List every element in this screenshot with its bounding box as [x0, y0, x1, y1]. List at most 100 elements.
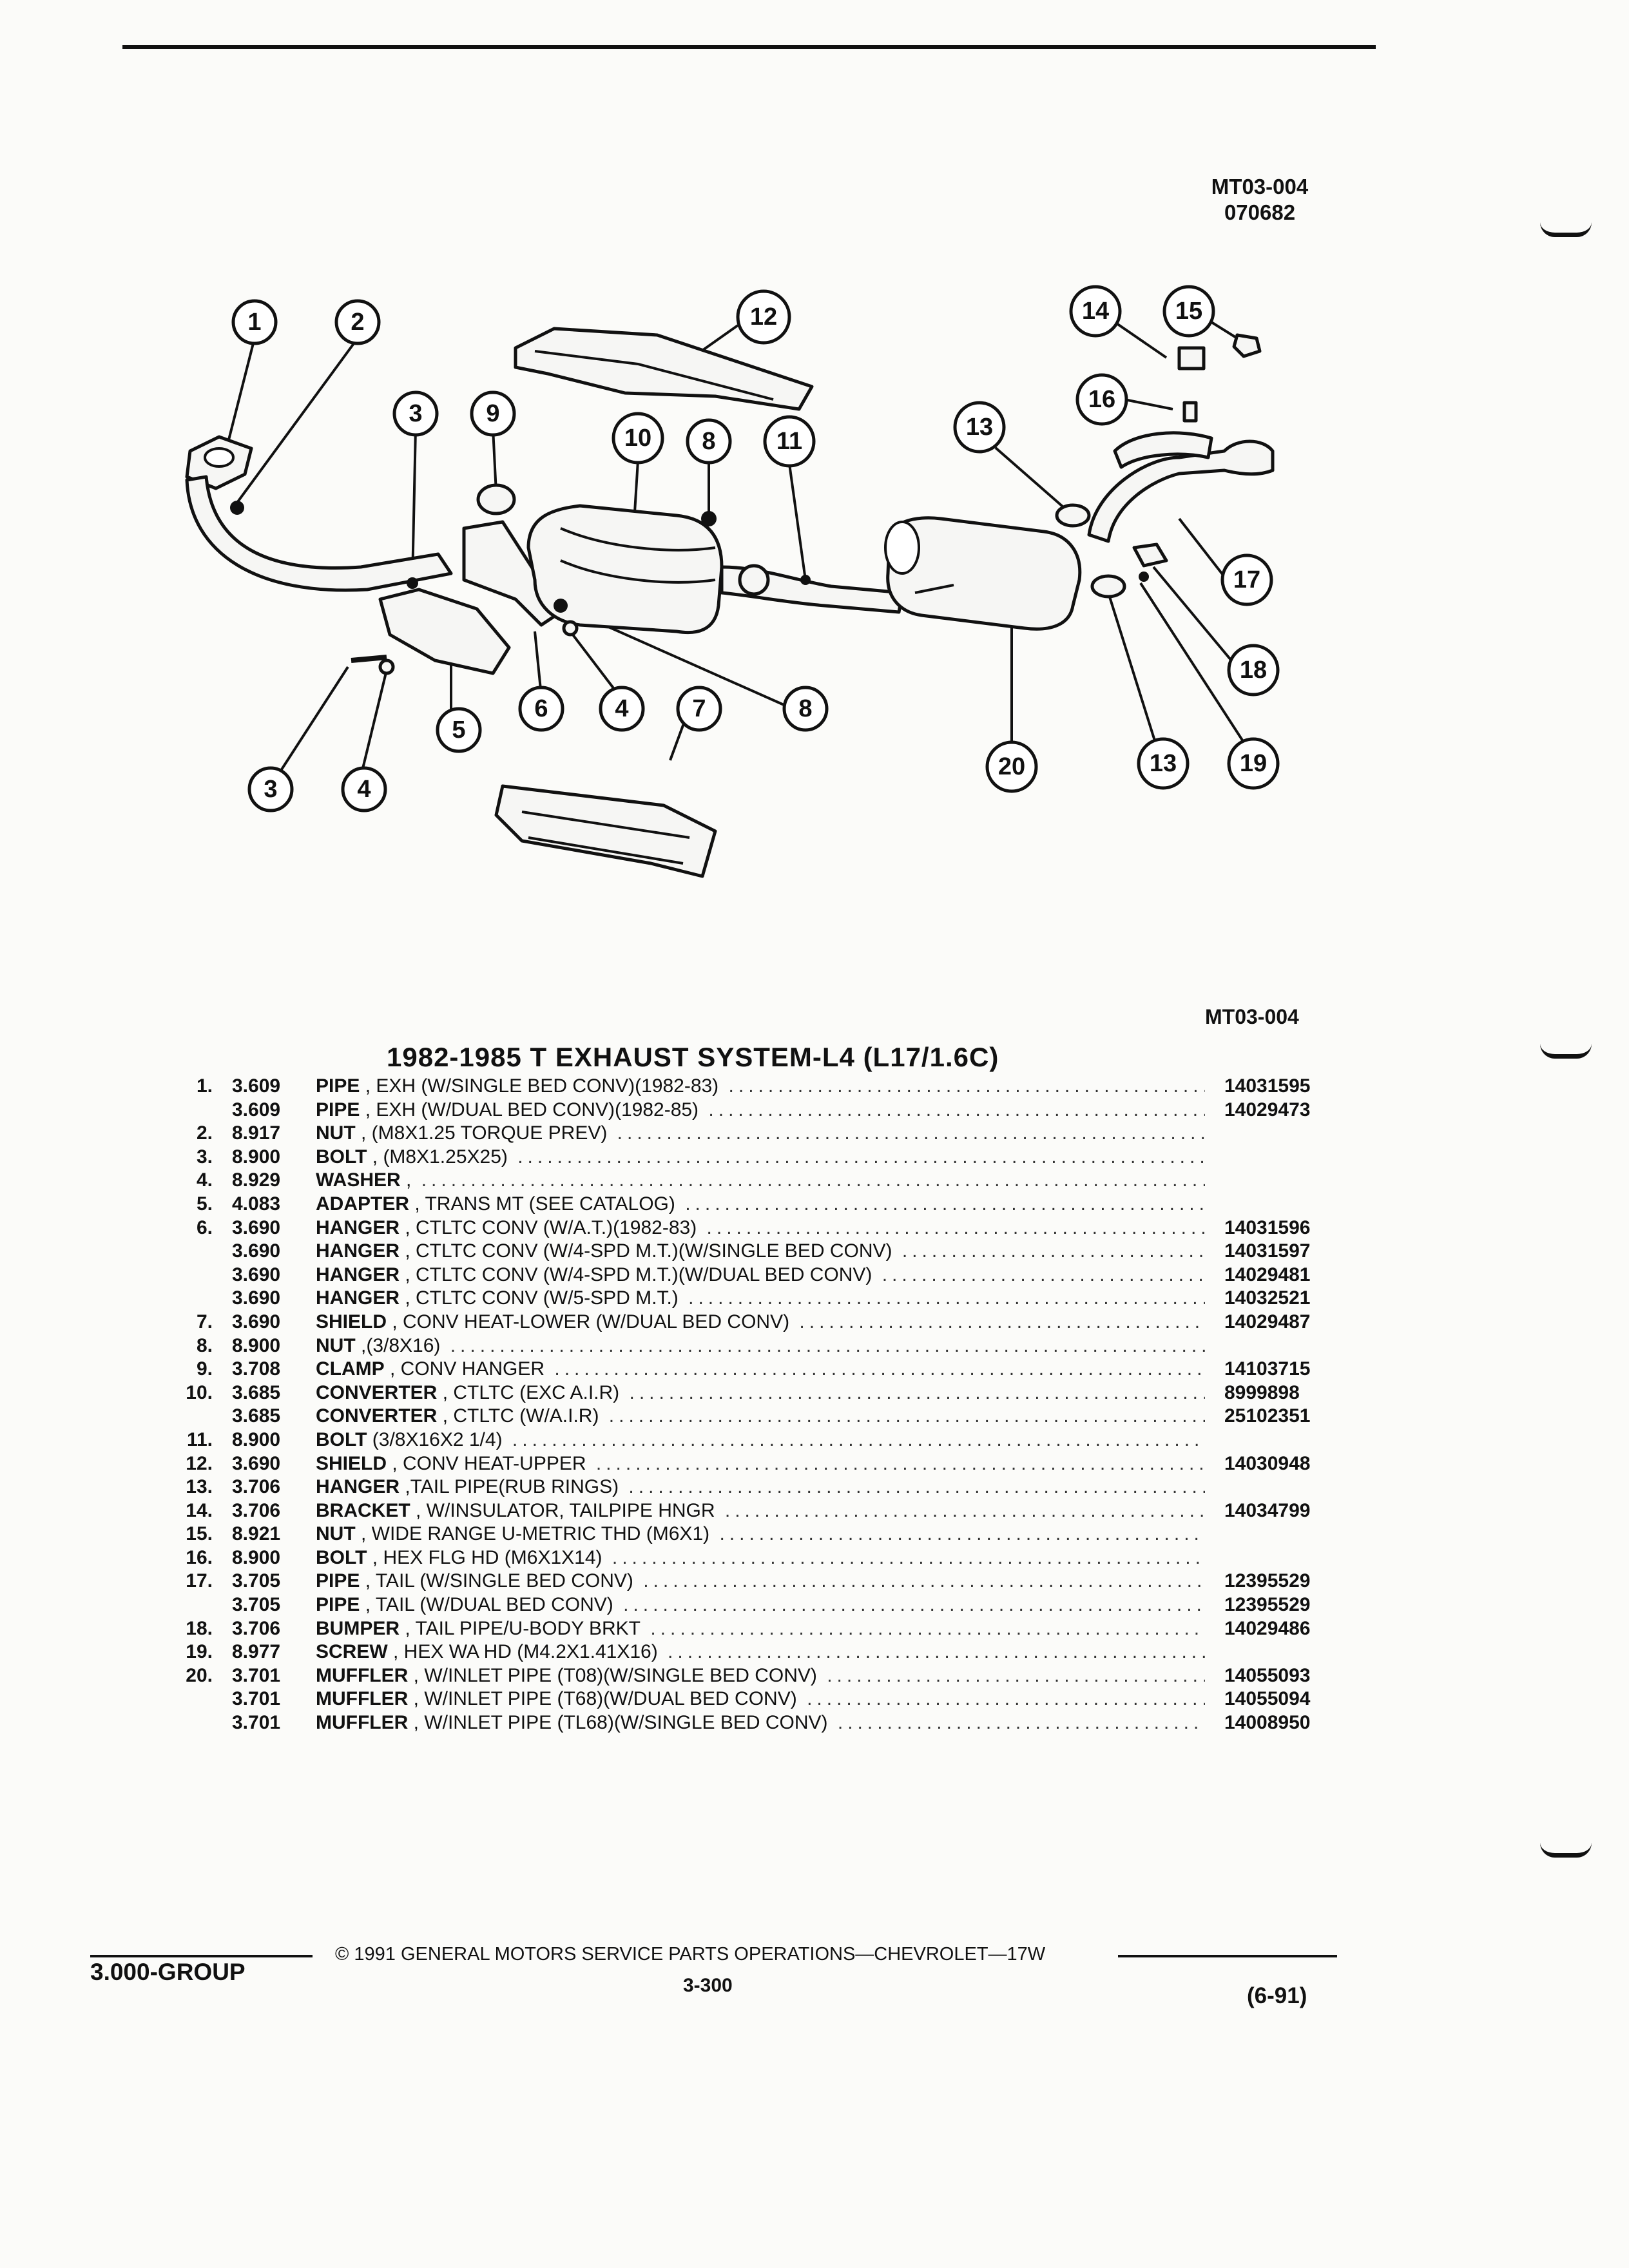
group-code: 3.690 [232, 1452, 281, 1474]
bumper [1132, 543, 1168, 568]
part-description: MUFFLER , W/INLET PIPE (T08)(W/SINGLE BE… [316, 1664, 1205, 1687]
callout-8b: 8 [782, 686, 829, 732]
group-code: 3.706 [232, 1476, 281, 1498]
part-description: NUT ,(3/8X16) ..........................… [316, 1334, 1205, 1358]
callout-10: 10 [612, 412, 664, 465]
svg-text:3: 3 [409, 400, 422, 427]
part-name: WASHER [316, 1169, 401, 1191]
part-name: SCREW [316, 1641, 388, 1663]
part-description: BOLT , (M8X1.25X25) ....................… [316, 1146, 1205, 1169]
leader-dots: ........................................… [827, 1664, 1205, 1686]
group-code: 3.690 [232, 1216, 281, 1238]
part-detail: , EXH (W/SINGLE BED CONV)(1982-83) [360, 1075, 719, 1097]
part-description: CONVERTER , CTLTC (W/A.I.R) ............… [316, 1405, 1205, 1428]
callout-12: 12 [736, 289, 791, 345]
clamp [476, 483, 516, 515]
svg-text:11: 11 [776, 428, 802, 455]
leader-dots: ........................................… [517, 1146, 1205, 1168]
part-description: MUFFLER , W/INLET PIPE (TL68)(W/SINGLE B… [316, 1711, 1205, 1735]
part-detail: , CONV HEAT-LOWER (W/DUAL BED CONV) [387, 1311, 790, 1332]
part-number: 14029481 [1224, 1264, 1311, 1285]
illustration-reference: MT03-004 070682 [1179, 174, 1340, 226]
part-name: ADAPTER [316, 1193, 410, 1215]
leader-dots: ........................................… [807, 1688, 1205, 1710]
item-number: 16. [186, 1546, 213, 1568]
part-name: NUT [316, 1122, 356, 1144]
group-code: 8.921 [232, 1523, 281, 1545]
part-detail: , W/INSULATOR, TAILPIPE HNGR [410, 1499, 715, 1521]
trans-adapter [378, 588, 511, 675]
svg-text:8: 8 [798, 695, 812, 722]
part-number: 14031597 [1224, 1240, 1311, 1262]
leader-dots: ........................................… [629, 1381, 1206, 1403]
part-detail: (3/8X16X2 1/4) [367, 1428, 503, 1450]
item-number: 19. [186, 1641, 213, 1663]
exhaust-parts [185, 327, 1275, 878]
svg-text:3: 3 [264, 776, 277, 803]
callout-4: 4 [599, 686, 645, 732]
leader-dots: ........................................… [724, 1499, 1205, 1521]
part-description: SHIELD , CONV HEAT-LOWER (W/DUAL BED CON… [316, 1311, 1205, 1334]
item-number: 13. [186, 1476, 213, 1498]
callout-1: 1 [231, 299, 278, 345]
part-number: 14029473 [1224, 1099, 1311, 1120]
part-name: MUFFLER [316, 1664, 409, 1686]
part-name: CONVERTER [316, 1381, 438, 1403]
callout-7: 7 [676, 686, 722, 732]
leader-lines [223, 321, 1255, 778]
part-detail: ,(3/8X16) [355, 1334, 441, 1356]
part-name: HANGER [316, 1476, 400, 1498]
part-detail: , W/INLET PIPE (T08)(W/SINGLE BED CONV) [408, 1664, 817, 1686]
leader-dots: ........................................… [554, 1358, 1205, 1380]
group-code: 3.708 [232, 1358, 281, 1380]
part-number: 14029487 [1224, 1311, 1311, 1332]
part-name: PIPE [316, 1594, 360, 1616]
svg-text:2: 2 [351, 309, 364, 336]
group-code: 3.690 [232, 1240, 281, 1262]
callout-3b: 3 [247, 766, 294, 812]
part-number: 14055093 [1224, 1664, 1311, 1686]
ref-date: 070682 [1224, 200, 1296, 224]
leader-dots: ........................................… [650, 1617, 1205, 1639]
svg-text:4: 4 [615, 695, 628, 722]
group-code: 8.917 [232, 1122, 281, 1144]
callout-8: 8 [686, 418, 732, 465]
part-number: 14031596 [1224, 1216, 1311, 1238]
muffler [886, 516, 1082, 631]
group-code: 3.701 [232, 1664, 281, 1686]
part-description: BRACKET , W/INSULATOR, TAILPIPE HNGR ...… [316, 1499, 1205, 1523]
group-code: 3.690 [232, 1287, 281, 1309]
part-number: 8999898 [1224, 1381, 1300, 1403]
part-number: 14030948 [1224, 1452, 1311, 1474]
svg-text:5: 5 [452, 716, 465, 744]
part-number: 14034799 [1224, 1499, 1311, 1521]
group-code: 8.900 [232, 1146, 281, 1168]
bracket-insulator [1177, 346, 1206, 370]
part-detail: , CTLTC CONV (W/5-SPD M.T.) [400, 1287, 679, 1309]
callout-3: 3 [392, 390, 439, 437]
group-code: 8.900 [232, 1428, 281, 1450]
part-detail: , TAIL (W/DUAL BED CONV) [360, 1594, 613, 1616]
item-number: 3. [196, 1146, 213, 1168]
part-name: HANGER [316, 1287, 400, 1309]
leader-dots: ........................................… [512, 1428, 1205, 1450]
callout-9: 9 [470, 390, 516, 437]
leader-dots: ........................................… [643, 1570, 1205, 1592]
part-detail: , W/INLET PIPE (T68)(W/DUAL BED CONV) [408, 1688, 797, 1710]
part-name: SHIELD [316, 1311, 387, 1332]
callout-16: 16 [1075, 373, 1128, 426]
part-name: BOLT [316, 1146, 367, 1168]
